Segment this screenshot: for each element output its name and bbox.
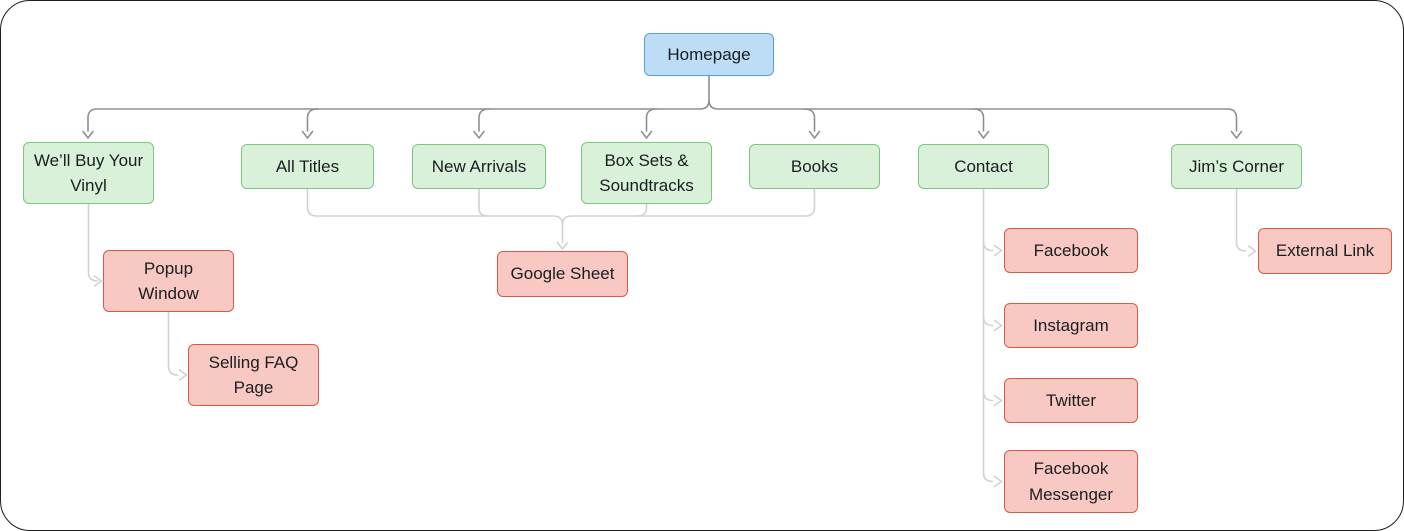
arrowhead-new-arrivals	[473, 130, 485, 139]
node-all-titles[interactable]: All Titles	[241, 144, 374, 189]
arrowhead-twitter	[993, 394, 1003, 407]
edge-vinyl-popup	[87, 203, 99, 282]
edge-drop-box-sets	[645, 108, 658, 132]
arrowhead-external-link	[1247, 245, 1257, 257]
node-label: Selling FAQ Page	[208, 352, 299, 398]
node-label: Box Sets & Soundtracks	[599, 150, 694, 196]
node-contact[interactable]: Contact	[918, 144, 1049, 189]
edge-homepage-right-branch	[708, 99, 1238, 132]
arrowhead-box-sets	[640, 130, 653, 139]
edge-drop-books	[803, 108, 816, 132]
node-jims-corner[interactable]: Jim’s Corner	[1171, 144, 1302, 189]
arrowhead-jims-corner	[1230, 130, 1243, 139]
node-twitter[interactable]: Twitter	[1004, 378, 1138, 423]
node-new-arrivals[interactable]: New Arrivals	[412, 144, 546, 189]
edges-homepage-to-sections	[82, 75, 1243, 139]
node-facebook-messenger[interactable]: Facebook Messenger	[1004, 450, 1138, 513]
node-facebook[interactable]: Facebook	[1004, 228, 1138, 273]
node-popup-window[interactable]: Popup Window	[103, 250, 234, 312]
edge-homepage-left-branch	[87, 75, 710, 132]
edge-popup-faq	[167, 311, 179, 376]
arrowhead-contact	[977, 130, 990, 139]
edge-new-arrivals-gsheet	[478, 188, 489, 217]
node-external-link[interactable]: External Link	[1258, 228, 1392, 274]
node-box-sets-soundtracks[interactable]: Box Sets & Soundtracks	[581, 142, 712, 204]
arrowhead-faq	[178, 369, 188, 381]
arrowhead-facebook	[993, 244, 1003, 257]
node-label: Jim’s Corner	[1188, 156, 1285, 176]
edge-drop-new-arrivals	[478, 108, 490, 132]
arrowhead-gsheet	[556, 241, 569, 250]
node-label: Facebook Messenger	[1028, 459, 1114, 504]
node-label: External Link	[1275, 241, 1375, 261]
node-label: We’ll Buy Your Vinyl	[33, 150, 144, 196]
edge-drop-contact	[972, 108, 985, 132]
arrowhead-books	[808, 130, 821, 139]
node-well-buy-your-vinyl[interactable]: We’ll Buy Your Vinyl	[23, 142, 154, 204]
arrowhead-instagram	[993, 319, 1003, 332]
node-label: Instagram	[1033, 315, 1109, 335]
edge-all-titles-gsheet	[306, 188, 564, 243]
node-selling-faq-page[interactable]: Selling FAQ Page	[188, 344, 319, 406]
edge-branch-facebook	[982, 240, 994, 252]
node-label: Homepage	[667, 44, 751, 64]
edge-contact-trunk	[982, 188, 994, 483]
edge-drop-all-titles	[306, 108, 319, 132]
arrowhead-vinyl	[82, 130, 94, 139]
node-google-sheet[interactable]: Google Sheet	[497, 251, 628, 297]
edge-box-sets-gsheet	[636, 203, 648, 217]
edge-branch-twitter	[982, 390, 994, 402]
arrowhead-popup	[93, 275, 103, 287]
edge-jims-external	[1235, 188, 1247, 252]
node-books[interactable]: Books	[749, 144, 880, 189]
node-label: Contact	[954, 156, 1013, 176]
arrowhead-facebook-messenger	[993, 475, 1003, 488]
edge-branch-instagram	[982, 315, 994, 327]
node-label: Popup Window	[138, 258, 199, 304]
node-label: Books	[790, 156, 839, 176]
node-instagram[interactable]: Instagram	[1004, 303, 1138, 348]
node-label: All Titles	[275, 156, 340, 176]
node-label: New Arrivals	[431, 156, 527, 176]
node-label: Twitter	[1045, 390, 1097, 410]
node-homepage[interactable]: Homepage	[644, 33, 774, 76]
arrowhead-all-titles	[301, 130, 314, 139]
node-label: Google Sheet	[510, 264, 615, 284]
node-label: Facebook	[1033, 240, 1109, 260]
